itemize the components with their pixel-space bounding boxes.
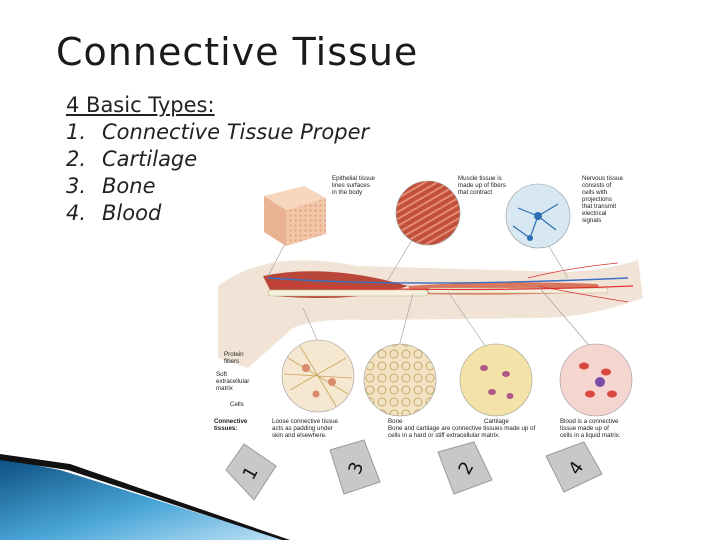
cartilage-label: Cartilage (484, 418, 509, 425)
epithelial-label: Epithelial tissue lines surfaces in the … (332, 175, 377, 196)
slide-title: Connective Tissue (56, 30, 419, 74)
soft-matrix-label: Soft extracellular matrix (216, 371, 251, 392)
tag-1: 1 (225, 443, 277, 501)
connective-tissues-label: Connective tissues: (214, 418, 249, 432)
loose-tissue-label: Loose connective tissue acts as padding … (272, 418, 340, 439)
cells-label: Cells (230, 401, 244, 408)
corner-decoration (0, 454, 290, 540)
list-item: 2.Cartilage (66, 147, 198, 171)
list-item: 4.Blood (66, 201, 162, 225)
tag-3: 3 (329, 439, 381, 495)
nervous-label: Nervous tissue consists of cells with pr… (582, 175, 625, 224)
tag-4: 4 (545, 441, 603, 493)
blood-label: Blood is a connective tissue made up of … (560, 418, 621, 439)
list-item: 1.Connective Tissue Proper (66, 120, 370, 144)
tag-2: 2 (437, 441, 493, 495)
basic-types-list: 4 Basic Types: 1.Connective Tissue Prope… (66, 92, 369, 227)
protein-fibers-label: Protein fibers (224, 351, 245, 365)
tissue-illustration: Epithelial tissue lines surfaces in the … (214, 175, 643, 439)
bone-cartilage-label: Bone Bone and cartilage are connective t… (388, 418, 537, 439)
muscle-label: Muscle tissue is made up of fibers that … (458, 175, 508, 196)
list-item: 3.Bone (66, 174, 156, 198)
list-heading: 4 Basic Types: (66, 93, 215, 117)
